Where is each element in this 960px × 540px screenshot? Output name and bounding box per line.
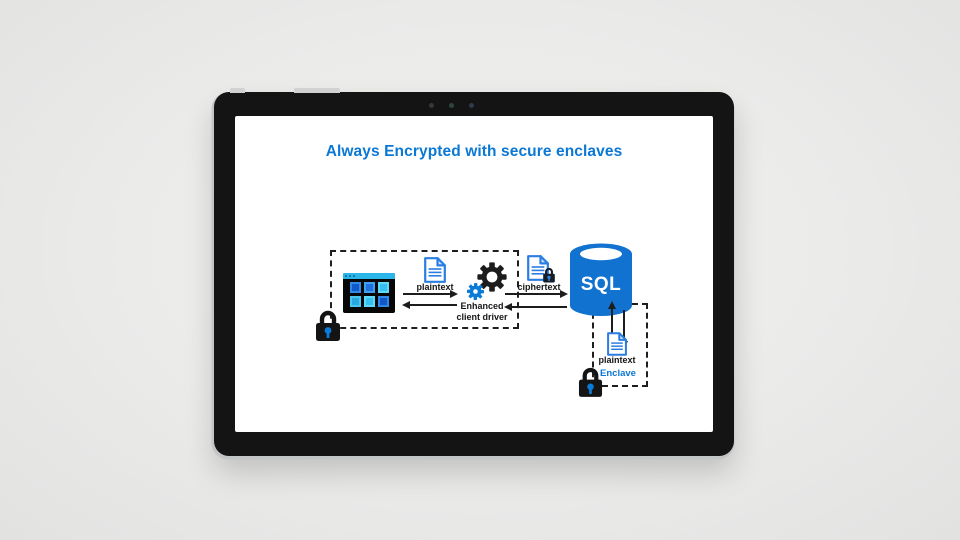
- document-icon: [607, 332, 627, 356]
- arrow-enclave-to-sql: [607, 301, 616, 340]
- sql-label: SQL: [580, 274, 622, 295]
- lock-badge-icon: [543, 267, 555, 283]
- lock-icon: [578, 367, 603, 397]
- front-camera-icon: [449, 103, 454, 108]
- arrow-driver-to-sql: [505, 289, 568, 298]
- arrow-sql-to-driver: [504, 302, 567, 311]
- document-icon: [527, 255, 549, 281]
- plaintext-label: plaintext: [416, 282, 454, 292]
- lock-icon: [316, 310, 340, 341]
- sql-database-icon: [570, 243, 632, 316]
- tablet-screen: Always Encrypted with secure enclaves: [235, 116, 713, 432]
- enhanced-client-driver-label: Enhanced client driver: [456, 301, 508, 322]
- front-camera-icon: [429, 103, 434, 108]
- app-window-icon: [343, 273, 395, 313]
- arrow-app-to-driver: [403, 289, 458, 298]
- gear-small-icon: [467, 283, 484, 300]
- ciphertext-label: ciphertext: [517, 282, 561, 292]
- enclave-label: Enclave: [600, 368, 636, 379]
- tablet-device: Always Encrypted with secure enclaves: [214, 88, 734, 456]
- ambient-sensor-icon: [469, 103, 474, 108]
- client-trust-boundary: [330, 250, 519, 329]
- app-titlebar: [343, 273, 395, 279]
- page-title: Always Encrypted with secure enclaves: [325, 143, 623, 160]
- power-button: [230, 88, 245, 93]
- document-icon: [424, 257, 446, 283]
- app-tiles: [343, 282, 395, 307]
- enclave-plaintext-label: plaintext: [598, 355, 636, 365]
- arrow-driver-to-app: [402, 300, 457, 309]
- volume-button: [294, 88, 340, 93]
